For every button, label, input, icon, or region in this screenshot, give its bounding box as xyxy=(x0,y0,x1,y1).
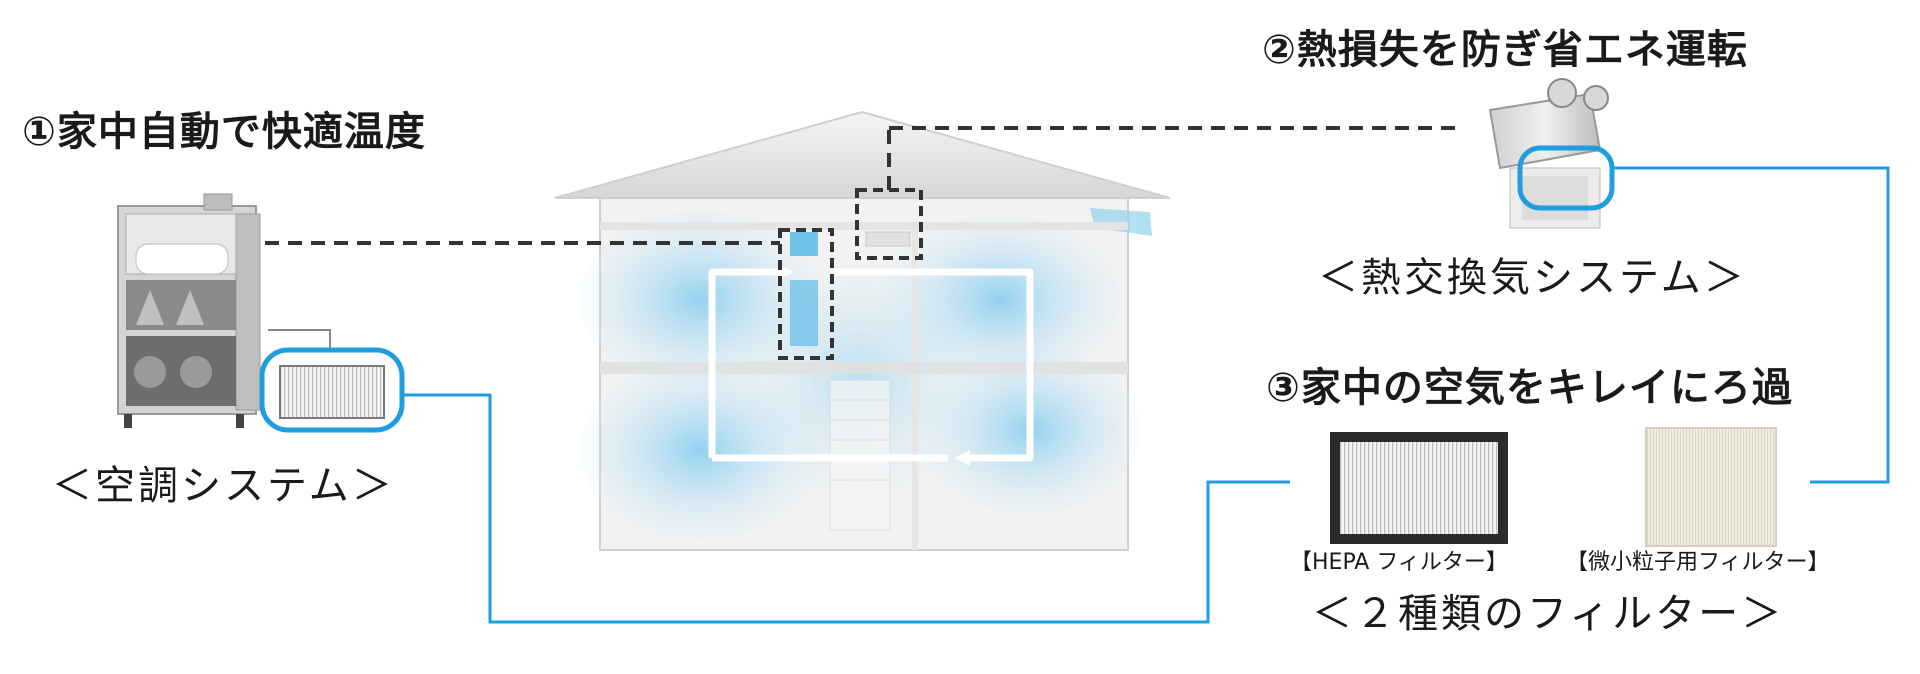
hepa-filter-label: 【HEPA フィルター】 xyxy=(1290,550,1508,575)
energy-saving-heading: ②熱損失を防ぎ省エネ運転 xyxy=(1262,27,1748,73)
fine-particle-filter-label: 【微小粒子用フィルター】 xyxy=(1566,550,1830,575)
heat-exchange-system-caption: ＜熱交換気システム＞ xyxy=(1318,255,1747,301)
ac-unit-illustration xyxy=(117,193,331,428)
two-filters-caption: ＜２種類のフィルター＞ xyxy=(1312,591,1785,637)
heat-exchange-unit-illustration xyxy=(1488,78,1615,229)
ac-system-caption: ＜空調システム＞ xyxy=(52,463,395,509)
air-filtering-heading: ③家中の空気をキレイにろ過 xyxy=(1266,365,1793,411)
hepa-filter-image xyxy=(1330,432,1508,544)
dashed-connectors xyxy=(265,126,1455,245)
fine-particle-filter-image xyxy=(1645,427,1777,547)
auto-temp-heading: ①家中自動で快適温度 xyxy=(22,109,426,155)
blue-connectors xyxy=(402,166,1890,624)
house-illustration xyxy=(554,110,1171,551)
ac-filter-highlight xyxy=(259,347,405,433)
